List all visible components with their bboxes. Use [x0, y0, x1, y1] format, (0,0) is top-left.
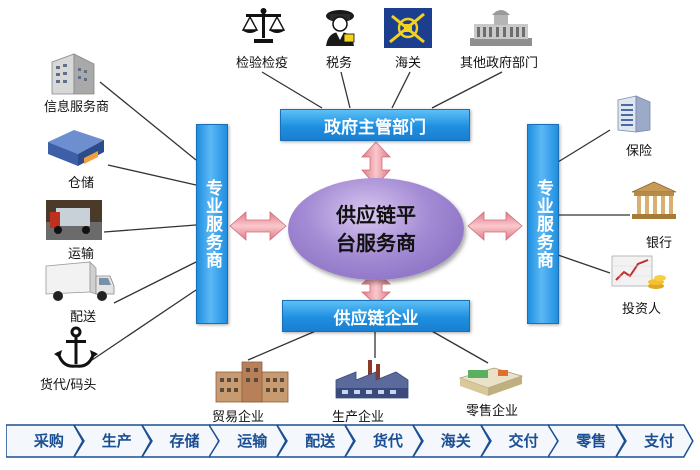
line-transport: [103, 224, 197, 233]
left-label-forwarder: 货代/码头: [40, 378, 97, 393]
line-insurance: [557, 129, 611, 163]
office-building-icon: [51, 53, 95, 95]
gov-authority-box: 政府主管部门: [280, 109, 470, 141]
gov-authority-label: 政府主管部门: [324, 117, 426, 138]
process-flow-bar: 采购 生产 存储 运输 配送 货代 海关 交付 零售 支付: [6, 424, 694, 460]
trade-enterprise-building-icon: [215, 361, 289, 403]
process-step-label: 采购: [33, 432, 64, 450]
process-step-1: 采购: [6, 424, 84, 458]
process-step-label: 货代: [372, 432, 403, 450]
process-step-label: 生产: [101, 432, 132, 450]
anchor-icon: [54, 326, 98, 368]
investment-chart-icon: [611, 255, 666, 289]
line-storage: [107, 164, 197, 186]
arrow-left-center: [229, 211, 287, 241]
line-other-gov: [431, 71, 503, 109]
enterprise-label-production: 生产企业: [332, 410, 385, 425]
right-label-bank: 银行: [646, 236, 673, 251]
delivery-van-icon: [45, 261, 115, 301]
process-step-label: 支付: [644, 432, 675, 450]
line-tax: [340, 71, 351, 109]
process-step-9: 零售: [548, 424, 627, 458]
government-building-icon: [470, 10, 532, 46]
insurance-building-icon: [617, 95, 651, 133]
warehouse-box-icon: [48, 130, 104, 166]
line-trade: [247, 329, 319, 361]
enterprise-label-retail: 零售企业: [466, 404, 519, 419]
scales-icon: [241, 8, 286, 43]
right-service-provider-label: 专业服务商: [533, 179, 553, 269]
line-forwarder: [91, 289, 197, 361]
factory-icon: [335, 360, 409, 399]
gov-label-inspection: 检验检疫: [236, 56, 289, 71]
process-step-label: 交付: [508, 432, 539, 450]
process-step-label: 存储: [169, 432, 200, 450]
process-step-2: 生产: [73, 424, 152, 458]
line-info: [99, 81, 197, 161]
line-delivery: [113, 261, 197, 304]
enterprise-label-trade: 贸易企业: [212, 410, 265, 425]
process-step-label: 运输: [237, 432, 268, 450]
line-inspection: [261, 71, 323, 109]
left-service-provider-label: 专业服务商: [202, 179, 222, 269]
left-service-provider-bar: 专业服务商: [196, 124, 228, 324]
bank-building-icon: [631, 181, 677, 219]
supply-chain-enterprise-label: 供应链企业: [333, 308, 419, 329]
arrow-center-right: [467, 211, 523, 241]
process-step-10: 支付: [616, 424, 694, 458]
process-step-4: 运输: [209, 424, 288, 458]
truck-icon: [46, 200, 102, 240]
right-label-insurance: 保险: [626, 144, 653, 159]
gov-label-customs: 海关: [395, 56, 422, 71]
process-step-3: 存储: [141, 424, 220, 458]
left-label-storage: 仓储: [68, 176, 95, 191]
customs-emblem-icon: [384, 8, 432, 48]
platform-provider-line2: 台服务商: [336, 231, 416, 255]
line-customs: [391, 71, 411, 109]
line-investor: [557, 254, 611, 274]
right-label-investor: 投资人: [622, 302, 662, 317]
line-retail: [429, 329, 489, 364]
retail-store-icon: [458, 367, 524, 396]
tax-officer-icon: [326, 10, 355, 46]
left-label-delivery: 配送: [70, 310, 97, 325]
process-step-chevron: [616, 424, 694, 458]
process-step-7: 海关: [412, 424, 491, 458]
platform-provider-line1: 供应链平: [336, 203, 416, 227]
process-step-8: 交付: [480, 424, 559, 458]
process-step-label: 配送: [305, 432, 336, 450]
process-step-label: 零售: [576, 432, 607, 450]
process-step-label: 海关: [440, 432, 471, 450]
left-label-transport: 运输: [68, 247, 95, 262]
process-step-5: 配送: [277, 424, 355, 458]
process-step-6: 货代: [345, 424, 423, 458]
platform-provider-ellipse: 供应链平 台服务商: [288, 178, 464, 280]
left-label-info: 信息服务商: [44, 100, 110, 115]
right-service-provider-bar: 专业服务商: [527, 124, 559, 324]
gov-label-tax: 税务: [326, 56, 353, 71]
gov-label-other: 其他政府部门: [460, 56, 539, 71]
supply-chain-enterprise-box: 供应链企业: [282, 300, 470, 332]
